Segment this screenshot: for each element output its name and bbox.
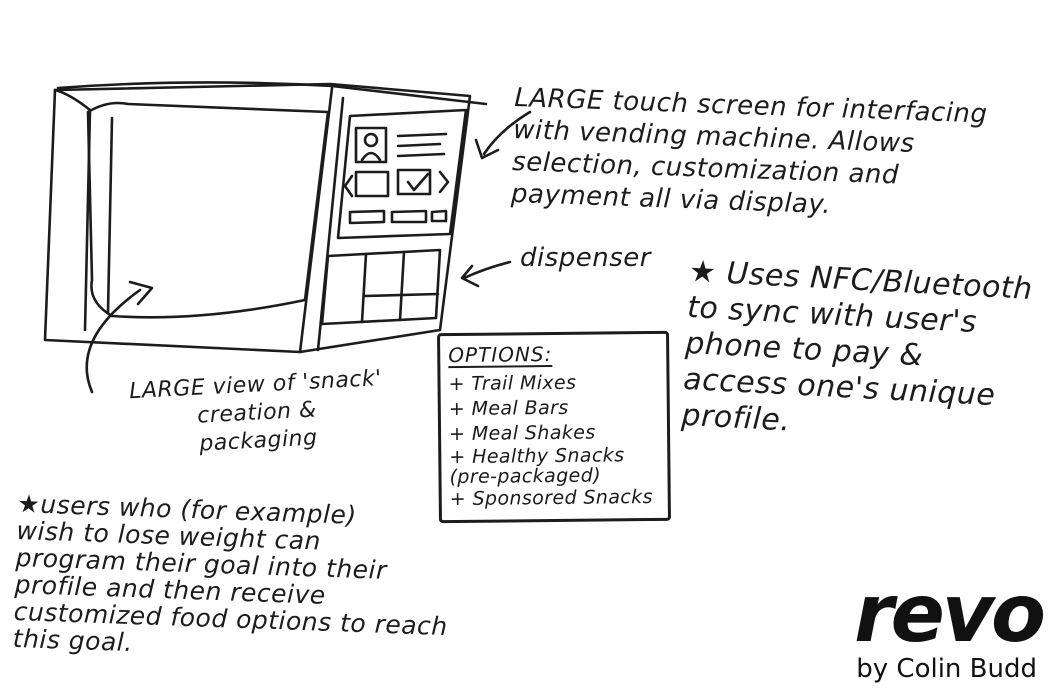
screen-option-box-1 [354, 170, 390, 198]
machine-top-edge [56, 81, 488, 106]
screen-pointer-arrow [474, 110, 532, 160]
panel-divider [298, 86, 334, 354]
window-inner-edge [106, 116, 114, 314]
option-item: + Healthy Snacks (pre-packaged) [449, 444, 625, 489]
screen-option-box-2 [396, 168, 432, 196]
screen-check-mark [406, 172, 430, 192]
screen-left-arrow [343, 174, 354, 198]
nfc-bluetooth-note: ★ Uses NFC/Bluetooth to sync with user's… [680, 254, 1034, 439]
logo-byline: by Colin Budd [856, 654, 1037, 684]
machine-left-side [53, 88, 92, 332]
large-view-note: LARGE view of 'snack' creation & packagi… [128, 366, 383, 457]
touch-screen-note: LARGE touch screen for interfacing with … [510, 82, 988, 221]
option-item: + Meal Shakes [448, 421, 596, 446]
screen-text-lines [396, 132, 448, 158]
screen-avatar-box [354, 126, 388, 164]
large-view-pointer-arrow [85, 280, 154, 394]
option-item: + Sponsored Snacks [449, 485, 654, 511]
dispenser-frame [320, 248, 442, 326]
screen-avatar-head [363, 132, 379, 148]
touch-screen-frame [336, 108, 468, 240]
dispenser-pointer-arrow [460, 260, 512, 288]
logo-wordmark: revo [854, 567, 1046, 660]
screen-right-arrow [438, 170, 450, 194]
options-title: OPTIONS: [448, 342, 553, 369]
option-item: + Meal Bars [448, 396, 569, 421]
options-box: OPTIONS: + Trail Mixes + Meal Bars + Mea… [437, 330, 671, 524]
dispenser-label: dispenser [520, 243, 651, 273]
revo-logo: revo by Colin Budd [808, 567, 1046, 685]
option-item: + Trail Mixes [448, 371, 577, 396]
screen-buttons [348, 209, 448, 225]
machine-body-outline [43, 82, 472, 354]
screen-avatar-body [360, 151, 382, 162]
large-view-window [86, 101, 330, 319]
dispenser-opening [362, 292, 440, 298]
options-list: + Trail Mixes + Meal Bars + Meal Shakes … [448, 370, 659, 512]
dispenser-slot-lines [360, 250, 406, 324]
